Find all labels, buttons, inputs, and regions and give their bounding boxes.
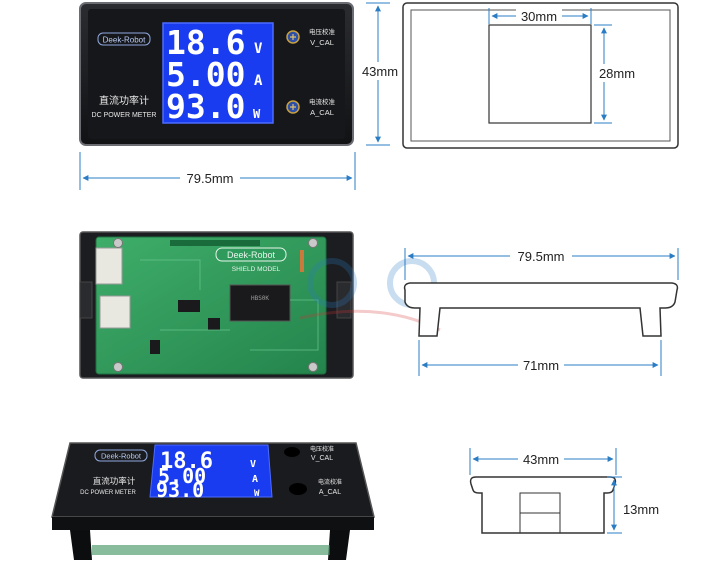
a-cal-label-perspective: A_CAL	[319, 489, 341, 496]
panel-label-cn-perspective: 直流功率计	[93, 476, 136, 486]
panel-label-en-perspective: DC POWER METER	[80, 490, 136, 496]
v-cal-label: V_CAL	[310, 38, 334, 47]
controller-chip	[229, 284, 291, 322]
side-profile-diagram: 79.5mm 71mm	[403, 247, 679, 376]
side-top-width-label: 79.5mm	[518, 249, 565, 264]
pcb-shield-model: SHIELD MODEL	[232, 266, 281, 273]
power-unit: W	[253, 107, 261, 121]
end-view-diagram: 43mm 13mm	[469, 448, 664, 534]
current-readout-perspective: 5.00	[158, 464, 206, 488]
screw-icon	[308, 238, 318, 248]
lcd-screen	[162, 22, 274, 124]
voltage-unit-perspective: V	[250, 459, 256, 470]
pcb-brand-badge	[215, 247, 287, 262]
v-cal-label-cn-perspective: 电压校准	[310, 445, 334, 453]
front-height-label: 43mm	[362, 64, 398, 79]
case-side-outline	[403, 282, 679, 337]
current-unit: A	[254, 73, 263, 89]
v-cal-label-cn: 电压校准	[309, 27, 336, 36]
screw-icon	[113, 238, 123, 248]
front-dimensions: 43mm 79.5mm	[79, 2, 402, 190]
power-readout-perspective: 93.0	[156, 478, 204, 502]
end-depth-label: 13mm	[623, 502, 659, 517]
chip-label: HBS0K	[251, 295, 269, 302]
front-width-label: 79.5mm	[187, 171, 234, 186]
a-cal-label: A_CAL	[310, 108, 334, 117]
panel-label-cn: 直流功率计	[99, 94, 149, 107]
v-cal-hole	[284, 447, 300, 457]
a-cal-hole	[289, 483, 307, 495]
voltage-unit: V	[254, 41, 263, 57]
a-cal-label-cn-perspective: 电流校准	[318, 478, 342, 486]
voltage-readout: 18.6	[166, 23, 245, 62]
current-readout: 5.00	[166, 55, 245, 94]
connector-top	[95, 247, 123, 285]
bezel-front-edge	[52, 517, 374, 530]
pcb-back-view: Deek-Robot SHIELD MODEL HBS0K	[79, 231, 354, 379]
a-cal-label-cn: 电流校准	[309, 97, 336, 106]
power-unit-perspective: W	[254, 489, 260, 499]
brand-badge	[97, 32, 151, 46]
end-width-label: 43mm	[523, 452, 559, 467]
perspective-view-meter: Deek-Robot 直流功率计 DC POWER METER 18.6 V 5…	[51, 442, 375, 560]
v-cal-label-perspective: V_CAL	[311, 455, 333, 462]
lcd-screen-perspective	[149, 444, 273, 498]
power-readout: 93.0	[166, 87, 245, 126]
screen-cutout	[488, 24, 592, 124]
side-bottom-width-label: 71mm	[523, 358, 559, 373]
voltage-readout-perspective: 18.6	[160, 449, 213, 474]
pin-header	[170, 240, 260, 246]
cutout-width-label: 30mm	[521, 9, 557, 24]
pcb-brand-label: Deek-Robot	[227, 250, 276, 260]
cutout-diagram: 30mm 28mm	[402, 2, 679, 149]
current-unit-perspective: A	[252, 474, 258, 485]
cutout-height-label: 28mm	[599, 66, 635, 81]
brand-label-perspective: Deek-Robot	[101, 452, 142, 461]
panel-label-en: DC POWER METER	[92, 112, 157, 119]
pcb-board	[95, 236, 327, 375]
screw-icon	[113, 362, 123, 372]
brand-label: Deek-Robot	[103, 36, 146, 45]
case-end-outline	[469, 476, 617, 534]
connector-bottom	[99, 295, 131, 329]
front-view-meter: Deek-Robot 直流功率计 DC POWER METER 18.6 V 5…	[79, 2, 354, 146]
screw-icon	[308, 362, 318, 372]
